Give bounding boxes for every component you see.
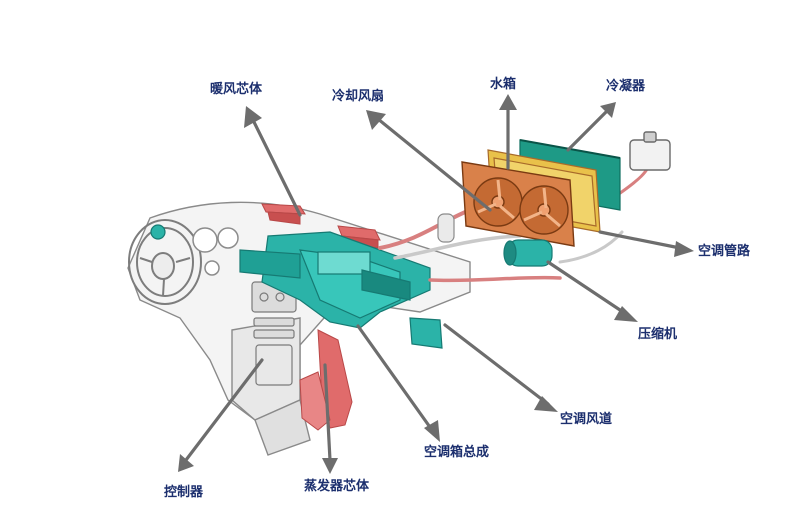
label-cooling-fan: 冷却风扇 (332, 89, 385, 104)
label-ac-duct: 空调风道 (560, 412, 613, 427)
leader-compressor (546, 260, 628, 316)
label-compressor: 压缩机 (638, 327, 678, 342)
hvac-box-assembly (150, 224, 443, 349)
leader-controller (184, 358, 264, 462)
leader-lines (178, 94, 694, 474)
steering-wheel (128, 219, 202, 305)
arrowhead-ac-pipe (674, 241, 694, 257)
label-radiator: 水箱 (490, 77, 517, 92)
expansion-tank (629, 131, 671, 171)
leader-heater-core (251, 118, 302, 217)
arrowhead-cooling-fan (366, 110, 386, 130)
leader-ac-pipe (598, 230, 682, 250)
leader-hvac-box (356, 324, 434, 432)
label-evaporator-core: 蒸发器芯体 (304, 479, 370, 494)
leader-evaporator-core (323, 363, 332, 462)
label-ac-pipe: 空调管路 (698, 244, 751, 259)
arrowhead-hvac-box (424, 420, 440, 442)
arrowhead-condenser (600, 102, 616, 118)
label-hvac-box: 空调箱总成 (424, 445, 490, 460)
arrowhead-radiator (499, 94, 517, 110)
label-controller: 控制器 (164, 485, 204, 500)
label-heater-core: 暖风芯体 (210, 82, 263, 97)
compressor-unit (503, 239, 553, 267)
leader-ac-duct (443, 323, 550, 406)
receiver-drier (437, 213, 455, 243)
instrument-gauges (192, 227, 239, 276)
leader-condenser (566, 110, 608, 152)
arrowhead-evaporator-core (322, 458, 338, 474)
cooling-fans (461, 161, 575, 247)
arrowhead-heater-core (244, 106, 262, 128)
label-condenser: 冷凝器 (606, 79, 646, 94)
arrowhead-controller (178, 454, 194, 472)
leader-cooling-fan (376, 117, 492, 212)
center-console-controls (251, 281, 297, 386)
arrowhead-compressor (614, 306, 638, 322)
arrowhead-ac-duct (534, 396, 558, 412)
